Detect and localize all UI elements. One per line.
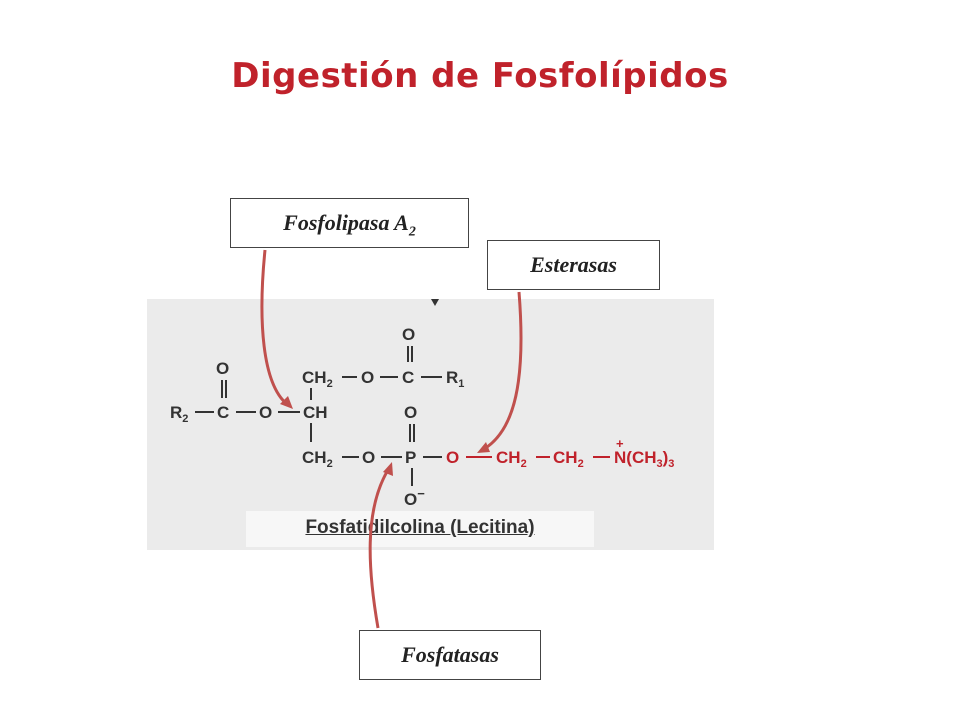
atom-o-left: O	[216, 359, 229, 378]
molecule-panel	[147, 299, 714, 550]
arrowhead-fosfatasas	[383, 462, 393, 476]
caption-background	[246, 511, 594, 547]
arrow-fosfatasas	[368, 469, 390, 629]
atom-ch2-top: CH2	[302, 368, 333, 390]
label-fosfolipasa-sub: 2	[408, 224, 416, 240]
arrow-pla2	[260, 249, 289, 407]
label-fosfolipasa-text: Fosfolipasa A	[283, 210, 409, 235]
atom-c-ester1: C	[402, 368, 414, 387]
atom-ch2-bottom: CH2	[302, 448, 333, 470]
atom-c-ester2: C	[217, 403, 229, 422]
atom-n-charge: +	[616, 436, 624, 451]
molecule-caption: Fosfatidilcolina (Lecitina)	[305, 517, 535, 538]
atom-trimethylammonium: N(CH3)3	[614, 448, 674, 470]
atom-o-minus: O−	[404, 486, 425, 509]
atom-o-top: O	[402, 325, 415, 344]
atom-o-phosphate-top: O	[404, 403, 417, 422]
atom-r1: R1	[446, 368, 464, 390]
atom-o-choline: O	[446, 448, 459, 467]
arrowhead-pla2	[280, 396, 293, 409]
arrow-esterasas	[483, 291, 523, 451]
atom-o-ester2: O	[259, 403, 272, 422]
label-esterasas: Esterasas	[487, 240, 660, 290]
atom-p: P	[405, 448, 416, 467]
atom-ch2-choline1: CH2	[496, 448, 527, 470]
label-fosfatasas: Fosfatasas	[359, 630, 541, 680]
arrowhead-esterasas	[477, 442, 490, 453]
atom-r2: R2	[170, 403, 188, 425]
page-title: Digestión de Fosfolípidos	[231, 56, 729, 96]
atom-o-phosphate: O	[362, 448, 375, 467]
atom-ch2-choline2: CH2	[553, 448, 584, 470]
atom-o-ester1: O	[361, 368, 374, 387]
label-fosfolipasa-a2: Fosfolipasa A2	[230, 198, 469, 248]
arrowhead-marker	[431, 299, 439, 306]
atom-ch: CH	[303, 403, 328, 422]
